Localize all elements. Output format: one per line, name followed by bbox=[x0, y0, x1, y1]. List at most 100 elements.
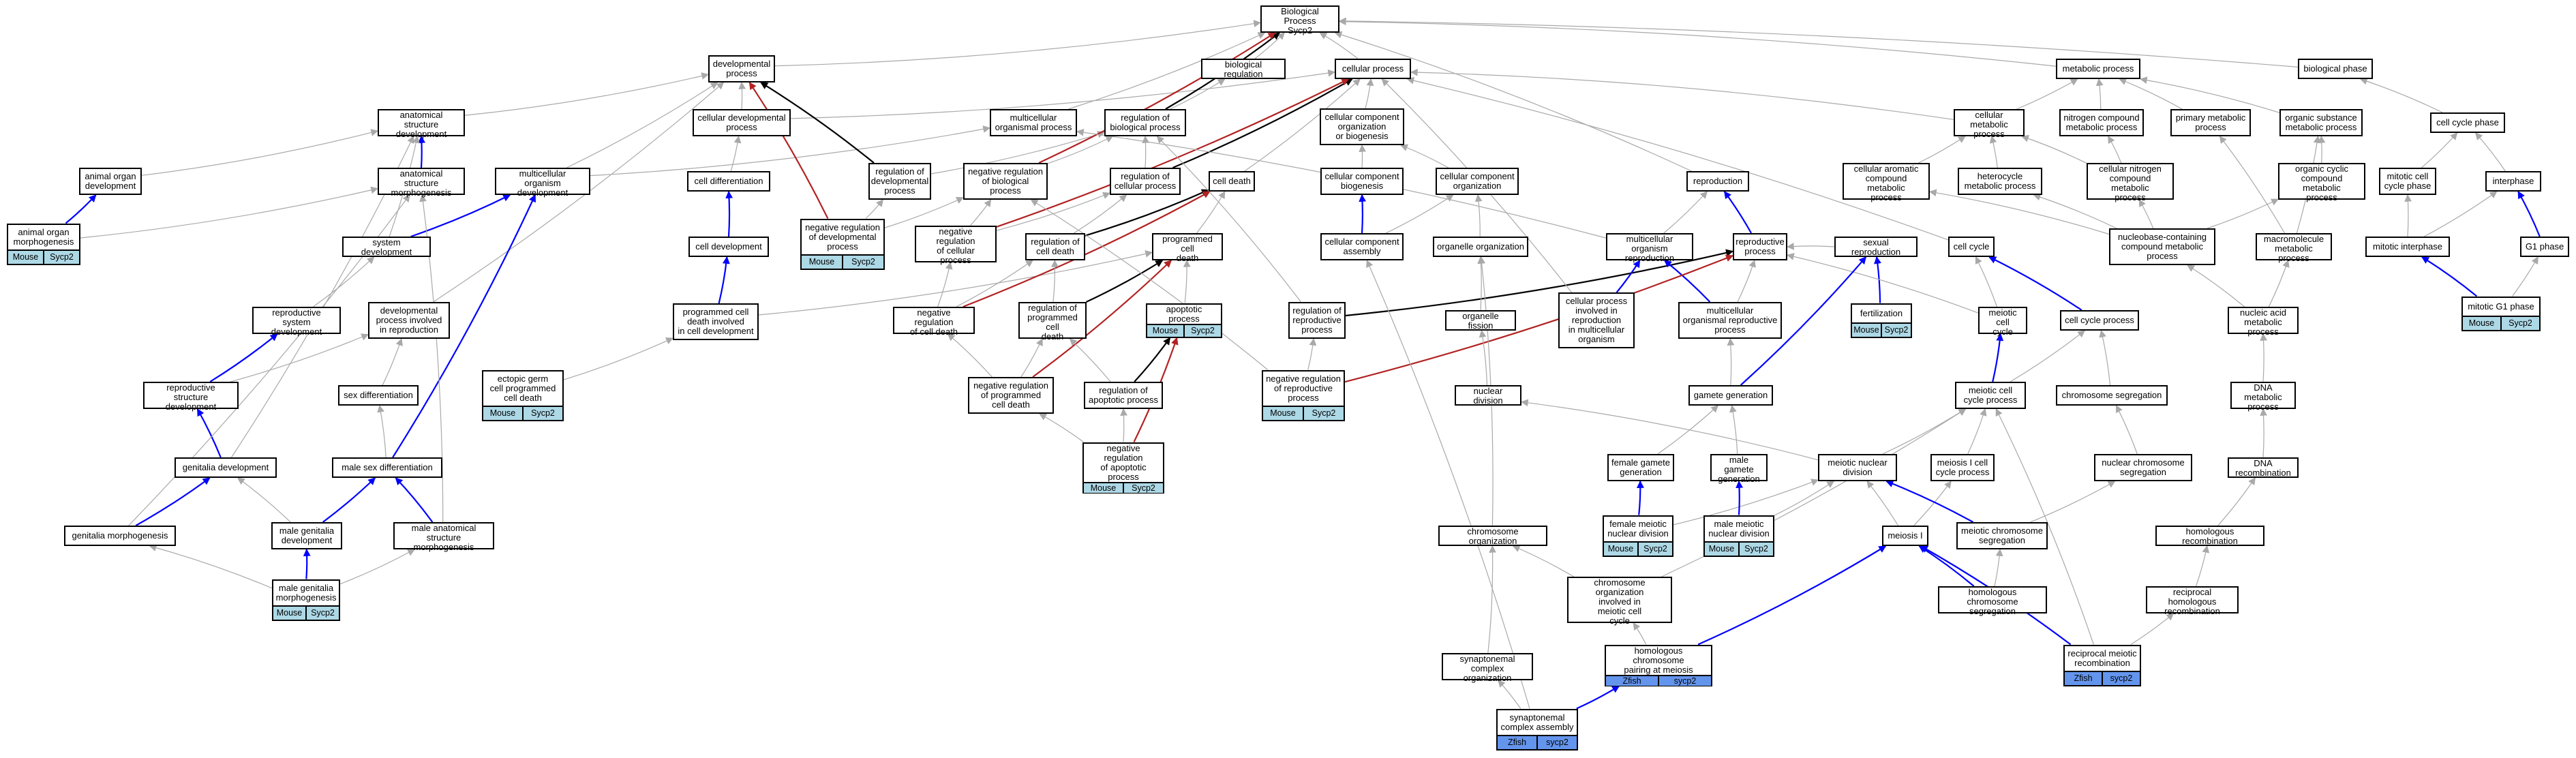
go-term-node-rsd[interactable]: reproductive system development bbox=[252, 307, 341, 337]
go-term-node-mitphase[interactable]: mitotic cell cycle phase bbox=[2379, 168, 2436, 195]
go-term-node-cmetab[interactable]: cellular metabolic process bbox=[1954, 109, 2025, 139]
go-term-node-hcpm[interactable]: homologous chromosome pairing at meiosis… bbox=[1605, 644, 1712, 686]
go-term-node-chrseg[interactable]: chromosome segregation bbox=[2056, 385, 2168, 406]
go-term-node-chrorg[interactable]: chromosome organization bbox=[1438, 526, 1547, 546]
go-term-node-rpcd[interactable]: regulation of programmed cell death bbox=[1018, 302, 1087, 342]
go-term-node-multip[interactable]: multicellular organismal process bbox=[990, 109, 1077, 136]
go-term-node-regcp[interactable]: regulation of cellular process bbox=[1110, 168, 1181, 195]
go-term-node-mgd[interactable]: male genitalia development bbox=[271, 522, 342, 549]
go-term-node-reprod[interactable]: reproduction bbox=[1686, 171, 1749, 192]
go-term-node-nrdev[interactable]: negative regulation of developmental pro… bbox=[800, 218, 885, 270]
go-term-node-hetmp[interactable]: heterocycle metabolic process bbox=[1958, 168, 2042, 195]
go-term-node-sysdev[interactable]: system development bbox=[342, 237, 431, 257]
go-term-node-mor[interactable]: multicellular organism reproduction bbox=[1606, 233, 1693, 263]
go-term-node-reproproc[interactable]: reproductive process bbox=[1733, 233, 1787, 260]
go-term-node-celldeath[interactable]: cell death bbox=[1209, 171, 1255, 192]
go-term-node-celldevt[interactable]: cell development bbox=[688, 237, 769, 257]
go-term-node-pcdcd[interactable]: programmed cell death involved in cell d… bbox=[673, 303, 759, 340]
go-term-node-msd[interactable]: male sex differentiation bbox=[332, 457, 442, 478]
go-term-node-regrep[interactable]: regulation of reproductive process bbox=[1288, 302, 1346, 339]
go-term-node-rhr[interactable]: reciprocal homologous recombination bbox=[2146, 586, 2239, 616]
go-term-node-cacmp[interactable]: cellular aromatic compound metabolic pro… bbox=[1843, 163, 1930, 202]
go-term-node-nrrep[interactable]: negative regulation of reproductive proc… bbox=[1262, 369, 1345, 421]
go-term-node-metab[interactable]: metabolic process bbox=[2056, 59, 2140, 79]
go-term-node-orgfis[interactable]: organelle fission bbox=[1445, 310, 1516, 331]
go-term-node-interphase[interactable]: interphase bbox=[2485, 171, 2541, 192]
go-term-node-ccob[interactable]: cellular component organization or bioge… bbox=[1320, 108, 1404, 145]
go-term-node-regcd[interactable]: regulation of cell death bbox=[1025, 233, 1085, 260]
go-term-node-ncmp[interactable]: nitrogen compound metabolic process bbox=[2059, 109, 2144, 136]
go-term-node-morp[interactable]: multicellular organismal reproductive pr… bbox=[1678, 302, 1782, 339]
go-term-node-nrbp[interactable]: negative regulation of biological proces… bbox=[963, 163, 1048, 200]
go-term-node-pcd[interactable]: programmed cell death bbox=[1152, 233, 1223, 263]
go-term-node-dpir[interactable]: developmental process involved in reprod… bbox=[368, 302, 450, 339]
go-term-node-g1[interactable]: G1 phase bbox=[2520, 237, 2569, 257]
go-term-node-ccasm[interactable]: cellular component assembly bbox=[1320, 233, 1404, 260]
go-term-node-nrcd[interactable]: negative regulation of cell death bbox=[893, 307, 975, 337]
go-term-node-mod[interactable]: multicellular organism development bbox=[495, 168, 590, 198]
go-term-node-m1ccp[interactable]: meiosis I cell cycle process bbox=[1930, 454, 1995, 481]
go-term-node-biophase[interactable]: biological phase bbox=[2298, 59, 2373, 79]
go-term-node-dnarec[interactable]: DNA recombination bbox=[2228, 457, 2299, 478]
go-term-node-genmor[interactable]: genitalia morphogenesis bbox=[64, 526, 176, 546]
go-term-node-regbp[interactable]: regulation of biological process bbox=[1104, 109, 1186, 136]
go-term-node-celldiff[interactable]: cell differentiation bbox=[687, 171, 770, 192]
go-term-node-asm[interactable]: anatomical structure morphogenesis bbox=[378, 168, 465, 198]
go-term-node-orgorg[interactable]: organelle organization bbox=[1433, 237, 1528, 257]
go-term-node-cellp[interactable]: cellular process bbox=[1335, 59, 1411, 79]
go-term-node-ncmp2[interactable]: nucleobase-containing compound metabolic… bbox=[2109, 228, 2215, 265]
go-term-node-masm[interactable]: male anatomical structure morphogenesis bbox=[393, 522, 494, 552]
go-term-node-celldev[interactable]: cellular developmental process bbox=[693, 109, 791, 136]
go-term-node-sexrep[interactable]: sexual reproduction bbox=[1834, 237, 1918, 257]
go-term-node-nrcp[interactable]: negative regulation of cellular process bbox=[915, 226, 997, 265]
go-term-node-dnamp[interactable]: DNA metabolic process bbox=[2230, 382, 2296, 412]
go-term-node-mitinter[interactable]: mitotic interphase bbox=[2365, 237, 2450, 257]
go-term-node-nacmp[interactable]: nucleic acid metabolic process bbox=[2228, 307, 2299, 337]
go-term-node-ncs[interactable]: nuclear chromosome segregation bbox=[2094, 454, 2192, 481]
go-term-node-gendev[interactable]: genitalia development bbox=[175, 457, 277, 478]
go-term-node-coimcc[interactable]: chromosome organization involved in meio… bbox=[1567, 577, 1672, 626]
go-term-node-primmet[interactable]: primary metabolic process bbox=[2170, 109, 2251, 136]
go-term-node-bp[interactable]: Biological Process Sycp2 bbox=[1260, 5, 1339, 35]
go-term-node-sco[interactable]: synaptonemal complex organization bbox=[1442, 653, 1533, 683]
go-term-node-sexdiff[interactable]: sex differentiation bbox=[338, 385, 419, 406]
go-term-node-nucdiv[interactable]: nuclear division bbox=[1455, 385, 1521, 406]
go-term-node-ccbiog[interactable]: cellular component biogenesis bbox=[1320, 168, 1404, 195]
go-term-node-ocmp[interactable]: organic cyclic compound metabolic proces… bbox=[2278, 163, 2365, 202]
go-term-node-macmp[interactable]: macromolecule metabolic process bbox=[2256, 233, 2332, 263]
go-term-node-biolreg[interactable]: biological regulation bbox=[1201, 59, 1286, 79]
go-term-node-nrpcd[interactable]: negative regulation of programmed cell d… bbox=[968, 377, 1054, 414]
go-term-node-ccorg[interactable]: cellular component organization bbox=[1436, 168, 1519, 195]
go-term-node-meicc[interactable]: meiotic cell cycle bbox=[1978, 307, 2027, 337]
go-term-node-meiosis1[interactable]: meiosis I bbox=[1882, 526, 1928, 546]
go-term-node-fgg[interactable]: female gamete generation bbox=[1607, 454, 1674, 481]
go-term-node-homrec[interactable]: homologous recombination bbox=[2155, 526, 2264, 546]
go-term-node-nrap[interactable]: negative regulation of apoptotic process… bbox=[1082, 442, 1164, 494]
go-term-node-meiccp[interactable]: meiotic cell cycle process bbox=[1955, 382, 2026, 409]
go-term-node-hcs[interactable]: homologous chromosome segregation bbox=[1938, 586, 2047, 616]
go-term-node-regdev[interactable]: regulation of developmental process bbox=[868, 163, 931, 200]
go-term-node-devp[interactable]: developmental process bbox=[708, 55, 775, 82]
go-term-node-cncmp[interactable]: cellular nitrogen compound metabolic pro… bbox=[2087, 163, 2174, 202]
go-term-node-cellcycle[interactable]: cell cycle bbox=[1948, 237, 1995, 257]
go-term-node-ccphase[interactable]: cell cycle phase bbox=[2430, 112, 2505, 133]
go-term-node-regap[interactable]: regulation of apoptotic process bbox=[1084, 382, 1163, 409]
go-term-node-ccproc[interactable]: cell cycle process bbox=[2060, 310, 2139, 331]
go-term-node-mnd[interactable]: meiotic nuclear division bbox=[1818, 454, 1897, 481]
go-term-node-osmp[interactable]: organic substance metabolic process bbox=[2279, 109, 2363, 136]
go-term-node-asd[interactable]: anatomical structure development bbox=[378, 109, 465, 139]
go-term-node-cpimo[interactable]: cellular process involved in reproductio… bbox=[1558, 292, 1635, 348]
go-term-node-mcs[interactable]: meiotic chromosome segregation bbox=[1956, 522, 2048, 549]
go-term-node-aod[interactable]: animal organ development bbox=[79, 168, 142, 195]
go-term-node-gamgen[interactable]: gamete generation bbox=[1688, 385, 1773, 406]
